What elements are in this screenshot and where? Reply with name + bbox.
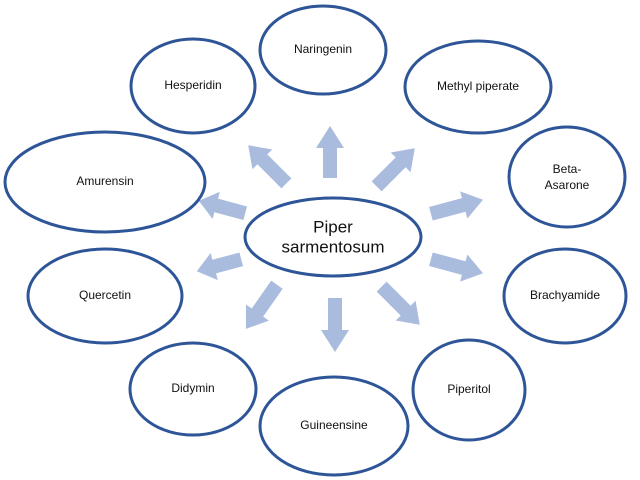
center-label-line2: sarmentosum	[282, 237, 385, 256]
node-amurensin: Amurensin	[3, 130, 207, 234]
node-beta-asarone: Beta- Asarone	[507, 125, 627, 229]
node-label: Brachyamide	[530, 288, 600, 302]
arrow-to-naringenin	[316, 126, 344, 178]
node-label: Quercetin	[79, 288, 131, 302]
node-guineensine: Guineensine	[258, 375, 410, 477]
arrow-to-piperitol	[376, 281, 420, 325]
node-label-line2: Asarone	[545, 178, 590, 192]
arrow-to-didymin	[245, 280, 283, 329]
node-naringenin: Naringenin	[258, 4, 388, 96]
arrow-to-beta-asarone	[429, 191, 484, 221]
node-piperitol: Piperitol	[411, 338, 527, 442]
node-label: Naringenin	[294, 42, 352, 56]
arrow-to-quercetin	[196, 252, 244, 281]
center-node: Piper sarmentosum	[243, 196, 423, 278]
center-label-line1: Piper	[313, 217, 353, 236]
node-label: Hesperidin	[164, 78, 221, 92]
node-hesperidin: Hesperidin	[129, 37, 257, 135]
arrows	[196, 126, 484, 352]
node-label-line1: Beta-	[553, 162, 582, 176]
node-label: Piperitol	[447, 382, 490, 396]
arrow-to-guineensine	[321, 298, 349, 352]
arrow-to-methyl-piperate	[371, 148, 415, 192]
node-label: Methyl piperate	[437, 79, 519, 93]
node-didymin: Didymin	[128, 341, 258, 437]
arrow-to-brachyamide	[429, 252, 484, 282]
node-quercetin: Quercetin	[26, 247, 184, 345]
node-label: Guineensine	[300, 418, 368, 432]
arrow-to-hesperidin	[248, 145, 292, 189]
node-brachyamide: Brachyamide	[502, 247, 628, 345]
arrow-to-amurensin	[198, 191, 247, 220]
node-label: Didymin	[171, 381, 214, 395]
node-label: Amurensin	[76, 174, 133, 188]
node-methyl-piperate: Methyl piperate	[403, 39, 553, 135]
